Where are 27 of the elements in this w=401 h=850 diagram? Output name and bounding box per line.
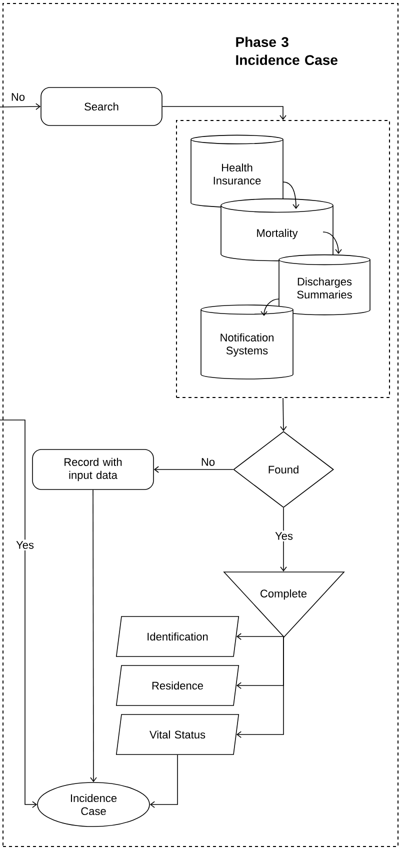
edge-label: No (199, 456, 217, 468)
frame-heading: Phase 3 Incidence Case (236, 36, 338, 66)
data-parallelogram: Identification (116, 616, 240, 657)
database-cylinder: Mortality (220, 198, 334, 262)
database-cylinder: Health Insurance (190, 134, 284, 208)
arrow (260, 298, 280, 316)
data-parallelogram: Vital Status (116, 714, 240, 755)
arrow (0, 103, 41, 110)
arrow (236, 636, 284, 738)
process-box: Search (40, 87, 162, 126)
edge-label: No (9, 92, 27, 102)
arrow (162, 106, 286, 120)
arrow (322, 232, 342, 254)
database-cylinder: Notification Systems (200, 304, 294, 380)
arrow (90, 490, 97, 782)
arrow (150, 754, 178, 808)
edge-label: Yes (14, 540, 36, 550)
arrow (282, 182, 300, 209)
database-cylinder: Discharges Summaries (278, 254, 370, 316)
process-box: Record with input data (32, 449, 154, 490)
arrow (280, 508, 287, 572)
arrow (0, 420, 38, 808)
arrow (280, 398, 287, 432)
arrow (236, 633, 284, 640)
arrow (154, 466, 234, 473)
data-parallelogram: Residence (116, 665, 240, 706)
edge-label: Yes (274, 530, 294, 542)
